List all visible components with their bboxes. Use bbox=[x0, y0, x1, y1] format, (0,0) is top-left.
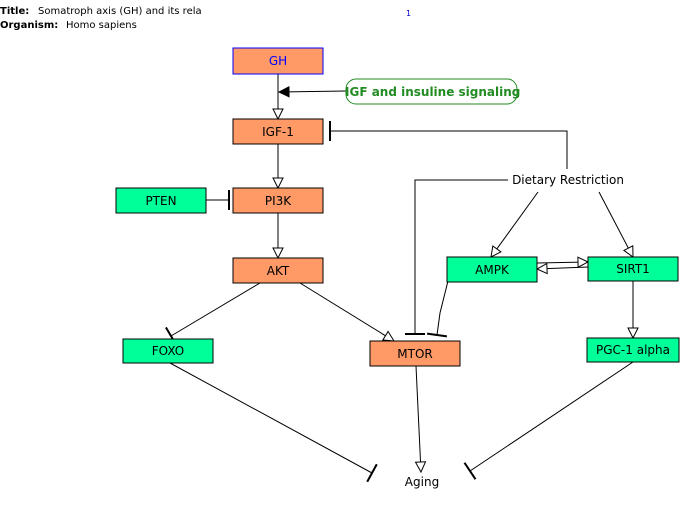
title-label: Title: bbox=[0, 6, 29, 17]
node-igf1[interactable]: IGF-1 bbox=[232, 118, 324, 145]
node-sirt1[interactable]: SIRT1 bbox=[587, 256, 679, 282]
node-akt[interactable]: AKT bbox=[232, 257, 324, 284]
node-mtor[interactable]: MTOR bbox=[369, 340, 461, 367]
edge-signaling-to-gh-line bbox=[279, 91, 347, 92]
svg-text:Aging: Aging bbox=[405, 475, 439, 489]
organism-value: Homo sapiens bbox=[66, 20, 137, 31]
edge-ampk-sirt1 bbox=[536, 262, 588, 263]
page-marker: 1 bbox=[406, 9, 411, 18]
node-ampk[interactable]: AMPK bbox=[446, 256, 538, 283]
svg-text:MTOR: MTOR bbox=[397, 347, 432, 361]
svg-text:AMPK: AMPK bbox=[475, 263, 510, 277]
svg-text:Dietary Restriction: Dietary Restriction bbox=[512, 173, 624, 187]
node-igf-insuline-signaling[interactable]: IGF and insuline signaling bbox=[345, 78, 520, 105]
svg-text:IGF and insuline signaling: IGF and insuline signaling bbox=[345, 85, 520, 99]
svg-text:PGC-1 alpha: PGC-1 alpha bbox=[596, 343, 670, 357]
edge-dr-ampk bbox=[491, 191, 539, 257]
edge-dr-sirt1 bbox=[598, 191, 633, 257]
node-aging[interactable]: Aging bbox=[405, 475, 439, 489]
organism-label: Organism: bbox=[0, 20, 58, 31]
node-foxo[interactable]: FOXO bbox=[122, 338, 214, 364]
node-pgc1-alpha[interactable]: PGC-1 alpha bbox=[586, 337, 680, 363]
edges bbox=[165, 74, 634, 483]
node-dietary-restriction[interactable]: Dietary Restriction bbox=[508, 169, 628, 191]
edge-foxo-aging bbox=[169, 362, 378, 483]
svg-text:IGF-1: IGF-1 bbox=[262, 125, 294, 139]
svg-text:AKT: AKT bbox=[267, 264, 290, 278]
svg-text:PI3K: PI3K bbox=[265, 194, 292, 208]
node-pten[interactable]: PTEN bbox=[115, 187, 207, 214]
title-value: Somatroph axis (GH) and its rela bbox=[38, 6, 202, 17]
edge-pgc1a-aging bbox=[463, 361, 634, 480]
svg-text:GH: GH bbox=[269, 54, 287, 68]
svg-text:FOXO: FOXO bbox=[152, 344, 184, 358]
edge-dr-igf1 bbox=[329, 121, 568, 169]
edge-akt-foxo bbox=[165, 282, 261, 346]
edge-akt-mtor bbox=[299, 282, 394, 341]
svg-text:SIRT1: SIRT1 bbox=[616, 262, 650, 276]
edge-sirt1-ampk bbox=[537, 267, 589, 269]
edge-ampk-mtor bbox=[426, 280, 449, 338]
node-gh[interactable]: GH bbox=[232, 47, 324, 75]
node-pi3k[interactable]: PI3K bbox=[232, 187, 324, 214]
edge-dr-mtor bbox=[405, 179, 508, 335]
svg-text:PTEN: PTEN bbox=[145, 194, 176, 208]
edge-mtor-aging bbox=[416, 365, 421, 472]
